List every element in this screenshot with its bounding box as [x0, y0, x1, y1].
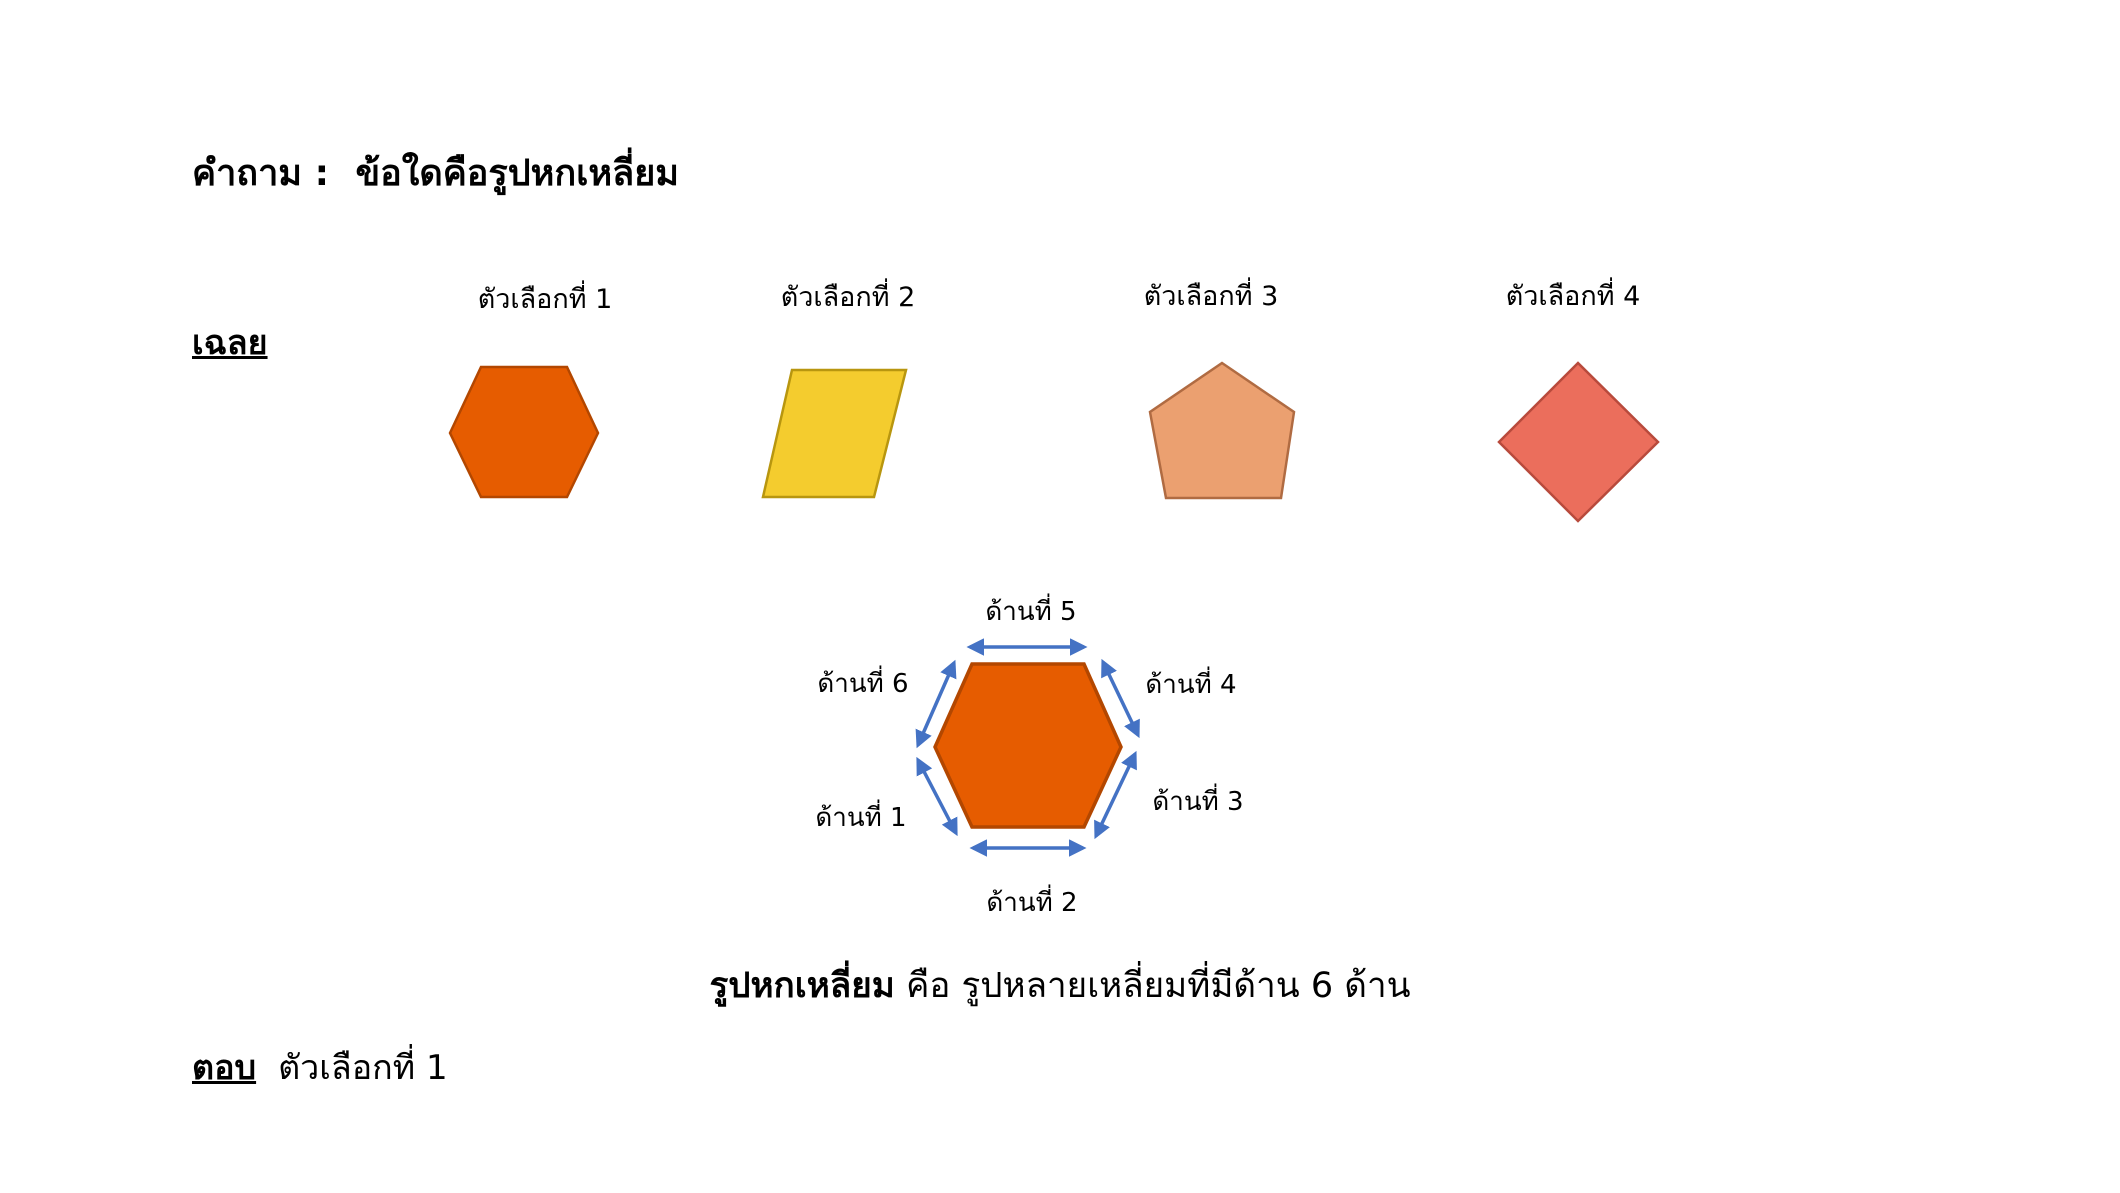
definition-term: รูปหกเหลี่ยม	[709, 966, 895, 1006]
side-3-arrow	[1094, 750, 1137, 840]
option-2-parallelogram-shape[interactable]	[761, 368, 908, 499]
solution-label: เฉลย	[192, 323, 268, 363]
side-2-label: ด้านที่ 2	[986, 888, 1078, 918]
option-1-label: ตัวเลือกที่ 1	[477, 284, 613, 315]
option-1-hexagon-shape[interactable]	[448, 365, 600, 499]
option-3-pentagon-shape[interactable]	[1148, 361, 1296, 500]
option-4-label: ตัวเลือกที่ 4	[1505, 281, 1641, 312]
question: คำถาม : ข้อใดคือรูปหกเหลี่ยม	[192, 144, 679, 201]
definition-text: คือ รูปหลายเหลี่ยมที่มีด้าน 6 ด้าน	[905, 966, 1411, 1006]
side-4-arrow	[1101, 658, 1140, 739]
side-3-label: ด้านที่ 3	[1152, 787, 1244, 817]
option-3-label: ตัวเลือกที่ 3	[1143, 281, 1279, 312]
question-text: ข้อใดคือรูปหกเหลี่ยม	[355, 153, 680, 194]
answer: ตอบ ตัวเลือกที่ 1	[192, 1040, 448, 1094]
hexagon-diagram-shape	[933, 662, 1123, 829]
answer-text: ตัวเลือกที่ 1	[278, 1048, 448, 1088]
option-4-diamond-shape[interactable]	[1497, 361, 1660, 523]
answer-label: ตอบ	[192, 1048, 257, 1088]
definition: รูปหกเหลี่ยม คือ รูปหลายเหลี่ยมที่มีด้าน…	[0, 958, 2120, 1013]
side-4-label: ด้านที่ 4	[1145, 670, 1237, 700]
question-label: คำถาม :	[192, 153, 329, 194]
side-6-label: ด้านที่ 6	[817, 669, 909, 699]
option-2-label: ตัวเลือกที่ 2	[780, 282, 916, 313]
side-1-arrow	[916, 756, 958, 837]
side-1-label: ด้านที่ 1	[815, 803, 907, 833]
side-6-arrow	[915, 659, 957, 749]
side-5-label: ด้านที่ 5	[985, 597, 1077, 627]
